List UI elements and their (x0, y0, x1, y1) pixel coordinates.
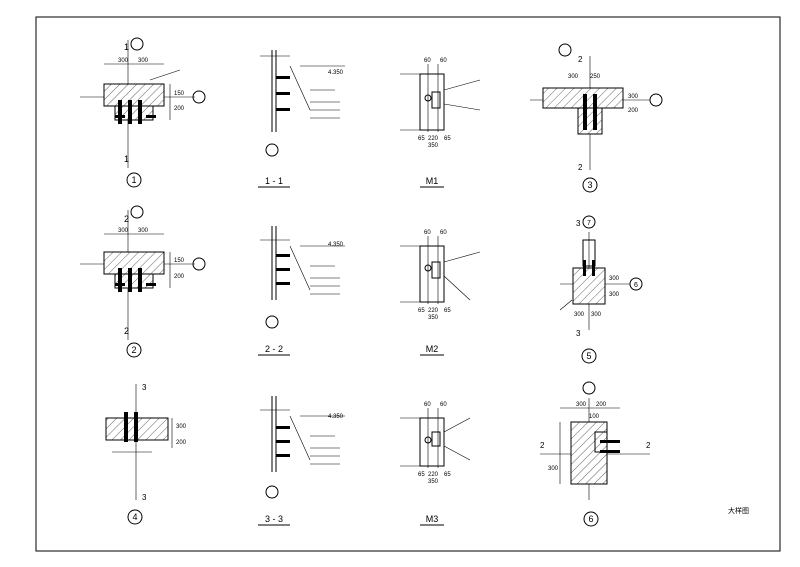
section-1-1: 4.350 1 - 1 (258, 50, 345, 188)
detail-1-title: 1 (131, 175, 136, 185)
section-2-2: 4.350 2 - 2 (258, 226, 345, 356)
detail-3-section-bottom: 2 (578, 163, 583, 172)
detail-2-dim-2: 300 (138, 228, 149, 234)
m1-title: M1 (426, 176, 439, 186)
section-3-3-title: 3 - 3 (265, 514, 283, 524)
m1-dim-6: 350 (428, 143, 439, 149)
section-mark-top: 1 (124, 42, 129, 52)
detail-2-dim-4: 200 (174, 274, 185, 280)
detail-4-title: 4 (132, 512, 137, 522)
detail-4: 300 200 3 3 4 (105, 383, 187, 525)
detail-3-dim-3: 300 (628, 94, 639, 100)
detail-5-title: 5 (586, 351, 591, 361)
detail-5-dim-4: 300 (609, 292, 620, 298)
m2-dim-1: 60 (424, 230, 431, 236)
detail-6-title: 6 (588, 514, 593, 524)
detail-2: 300 300 150 200 2 2 2 (80, 205, 206, 358)
section-3-3-elevation: 4.350 (328, 414, 344, 420)
detail-1-dim-3: 150 (174, 91, 185, 97)
m3-dim-1: 60 (424, 402, 431, 408)
detail-1: 300 300 150 200 1 1 1 (80, 37, 206, 188)
detail-1-dim-1: 300 (118, 58, 129, 64)
sheet-border (35, 16, 781, 552)
section-1-1-title: 1 - 1 (265, 176, 283, 186)
section-2-2-elevation: 4.350 (328, 242, 344, 248)
detail-6-section-right: 2 (646, 441, 651, 450)
detail-5: 300 300 300 300 7 6 3 3 5 (559, 215, 643, 364)
detail-5-axis-top: 7 (587, 220, 591, 227)
m3-dim-6: 350 (428, 479, 439, 485)
sheet-title: 大样图 (728, 506, 749, 515)
detail-6-dim-4: 300 (548, 466, 559, 472)
detail-6-dim-3: 100 (589, 414, 600, 420)
detail-4-section-bottom: 3 (142, 493, 147, 502)
m3-title: M3 (426, 514, 439, 524)
m2-dim-5: 220 (428, 308, 439, 314)
detail-6: 300 200 100 300 2 2 6 (540, 381, 651, 527)
detail-2-section-bottom: 2 (124, 326, 129, 336)
m1-dim-4: 65 (444, 136, 451, 142)
m2-dim-4: 65 (444, 308, 451, 314)
detail-3-title: 3 (587, 180, 592, 190)
detail-5-section-top: 3 (576, 219, 581, 228)
detail-5-dim-3: 300 (609, 276, 620, 282)
m1-dim-1: 60 (424, 58, 431, 64)
section-mark-bottom: 1 (124, 154, 129, 164)
detail-6-dim-2: 200 (596, 402, 607, 408)
m3-dim-2: 60 (440, 402, 447, 408)
embed-plate-m2: 60 60 65 65 220 350 M2 (400, 230, 481, 356)
detail-5-dim-2: 300 (591, 312, 602, 318)
detail-6-section-left: 2 (540, 441, 545, 450)
m1-dim-3: 65 (418, 136, 425, 142)
detail-5-dim-1: 300 (574, 312, 585, 318)
m1-dim-5: 220 (428, 136, 439, 142)
detail-3-dim-4: 200 (628, 108, 639, 114)
detail-2-dim-1: 300 (118, 228, 129, 234)
detail-2-dim-3: 150 (174, 258, 185, 264)
section-2-2-title: 2 - 2 (265, 344, 283, 354)
m2-title: M2 (426, 344, 439, 354)
section-3-3: 4.350 3 - 3 (258, 396, 345, 526)
detail-3-dim-2: 250 (590, 74, 601, 80)
detail-5-axis-right: 6 (634, 282, 638, 289)
m2-dim-3: 65 (418, 308, 425, 314)
detail-1-dim-4: 200 (174, 106, 185, 112)
embed-plate-m1: 60 60 65 65 220 350 M1 (400, 58, 481, 188)
detail-3: 300 250 300 200 2 2 3 (530, 43, 663, 193)
detail-2-section-top: 2 (124, 214, 129, 224)
embed-plate-m3: 60 60 65 65 220 350 M3 (400, 402, 471, 526)
m3-dim-3: 65 (418, 472, 425, 478)
m3-dim-5: 220 (428, 472, 439, 478)
detail-5-section-bottom: 3 (576, 329, 581, 338)
detail-3-dim-1: 300 (568, 74, 579, 80)
detail-4-dim-2: 200 (176, 440, 187, 446)
detail-2-title: 2 (131, 345, 136, 355)
detail-3-section-top: 2 (578, 55, 583, 64)
m3-dim-4: 65 (444, 472, 451, 478)
section-1-1-elevation: 4.350 (328, 70, 344, 76)
m2-dim-2: 60 (440, 230, 447, 236)
detail-4-dim-1: 300 (176, 424, 187, 430)
detail-1-dim-2: 300 (138, 58, 149, 64)
m2-dim-6: 350 (428, 315, 439, 321)
m1-dim-2: 60 (440, 58, 447, 64)
detail-6-dim-1: 300 (576, 402, 587, 408)
detail-4-section-top: 3 (142, 383, 147, 392)
